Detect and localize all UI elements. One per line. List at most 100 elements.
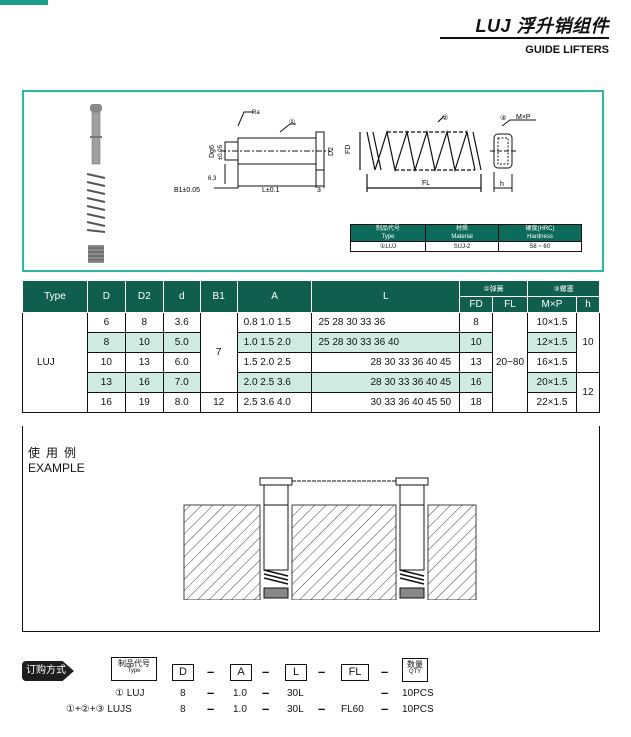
d2-label: D2	[328, 147, 335, 156]
order-dash: –	[207, 664, 215, 679]
cell-fl-shared: 20~80	[492, 312, 528, 413]
order-dash: –	[207, 701, 215, 716]
cell-a: 2.5 3.6 4.0	[236, 392, 313, 413]
component-diagram: Ra ① Dg6 ±0.05 D2 6.3 B1±0.05 L±0.1 3 FD…	[22, 90, 604, 272]
cell-d: 6	[86, 312, 126, 333]
col-mxp: M×P	[527, 296, 577, 313]
callout-3: ③	[500, 114, 506, 122]
col-h: h	[575, 296, 601, 313]
tolerance-label: ±0.05	[218, 144, 224, 160]
order-example-1-prefix: ① LUJ	[115, 688, 145, 699]
fl-label: FL	[422, 180, 430, 187]
order-example-1-a: 1.0	[233, 688, 247, 699]
cell-mxp: 12×1.5	[527, 332, 577, 353]
cell-d2: 13	[124, 352, 164, 373]
cell-l: 25 28 30 33 36	[311, 312, 461, 333]
order-fl-box: FL	[341, 664, 369, 681]
l-label: L±0.1	[262, 187, 280, 194]
cell-l: 28 30 33 36 40 45	[311, 352, 461, 373]
material-header-hardness: 硬度(HRC)Hardness	[498, 224, 582, 242]
order-dash: –	[262, 701, 270, 716]
col-a: A	[236, 280, 313, 313]
title-rule	[440, 37, 609, 39]
h-label: h	[500, 181, 504, 188]
cell-h-bottom: 12	[575, 372, 601, 413]
cell-b1-shared: 7	[199, 312, 238, 393]
fd-label: FD	[345, 145, 352, 154]
cell-d2: 10	[124, 332, 164, 353]
cell-b1-last: 12	[199, 392, 238, 413]
cell-l: 25 28 30 33 36 40	[311, 332, 461, 353]
spring-photo	[86, 173, 106, 233]
col-d-outer: D	[86, 280, 126, 313]
order-a-box: A	[230, 664, 252, 681]
order-dash: –	[262, 685, 270, 700]
col-group-spring: ②弹簧	[459, 280, 528, 297]
callout-2: ②	[442, 115, 448, 122]
cell-h-top: 10	[575, 312, 601, 373]
screw-drawing	[490, 119, 536, 192]
cell-d-inner: 6.0	[162, 352, 201, 373]
order-example-2-prefix: ①+②+③ LUJS	[66, 704, 132, 715]
cell-l: 28 30 33 36 40 45	[311, 372, 461, 393]
col-type: Type	[22, 280, 88, 313]
example-label-cn: 使用例	[28, 446, 83, 460]
cell-fd: 8	[459, 312, 494, 333]
three-label: 3	[317, 187, 321, 194]
six-three-label: 6.3	[208, 176, 217, 182]
order-dash: –	[381, 685, 389, 700]
order-example-1-l: 30L	[287, 688, 304, 699]
type-cell: LUJ	[22, 312, 88, 413]
corner-accent	[0, 0, 48, 5]
cell-d-inner: 3.6	[162, 312, 201, 333]
plate-section	[183, 504, 477, 600]
col-d2: D2	[124, 280, 164, 313]
cell-mxp: 22×1.5	[527, 392, 577, 413]
order-l-box: L	[285, 664, 307, 681]
cell-a: 0.8 1.0 1.5	[236, 312, 313, 333]
order-example-2-d: 8	[180, 704, 186, 715]
material-value-type: ①LUJ	[350, 241, 426, 252]
order-dash: –	[381, 664, 389, 679]
page-subtitle: GUIDE LIFTERS	[525, 44, 609, 56]
cell-mxp: 10×1.5	[527, 312, 577, 333]
callout-1: ①	[289, 118, 295, 126]
cell-fd: 18	[459, 392, 494, 413]
example-panel	[22, 426, 600, 632]
order-example-2-fl: FL60	[341, 704, 364, 715]
col-group-screw: ③螺塞	[527, 280, 600, 297]
table-row: LUJ 6 8 3.6 7 0.8 1.0 1.5 25 28 30 33 36…	[22, 312, 601, 413]
cell-d: 13	[86, 372, 126, 393]
pin-drawing	[214, 111, 330, 189]
order-dash: –	[318, 701, 326, 716]
cell-d: 8	[86, 332, 126, 353]
pin-photo	[90, 104, 102, 165]
col-fl: FL	[492, 296, 528, 313]
cell-a: 1.5 2.0 2.5	[236, 352, 313, 373]
order-example-1-qty: 10PCS	[402, 688, 434, 699]
dg6-label: Dg6	[209, 145, 216, 158]
b1-label: B1±0.05	[174, 187, 200, 194]
cell-d-inner: 7.0	[162, 372, 201, 393]
material-value-hardness: 58 ~ 60	[498, 241, 582, 252]
col-fd: FD	[459, 296, 494, 313]
cell-mxp: 20×1.5	[527, 372, 577, 393]
col-d: d	[162, 280, 201, 313]
order-dash: –	[318, 664, 326, 679]
order-dash: –	[381, 701, 389, 716]
cell-a: 2.0 2.5 3.6	[236, 372, 313, 393]
page-title: LUJ 浮升销组件	[475, 16, 609, 36]
order-example-2-l: 30L	[287, 704, 304, 715]
cell-l: 30 33 36 40 45 50	[311, 392, 461, 413]
cell-d2: 8	[124, 312, 164, 333]
cell-mxp: 16×1.5	[527, 352, 577, 373]
ra-mark: Ra	[252, 110, 260, 116]
cell-fd: 10	[459, 332, 494, 353]
material-value-material: SUJ-2	[425, 241, 499, 252]
order-d-box: D	[172, 664, 194, 681]
cell-fd: 13	[459, 352, 494, 373]
